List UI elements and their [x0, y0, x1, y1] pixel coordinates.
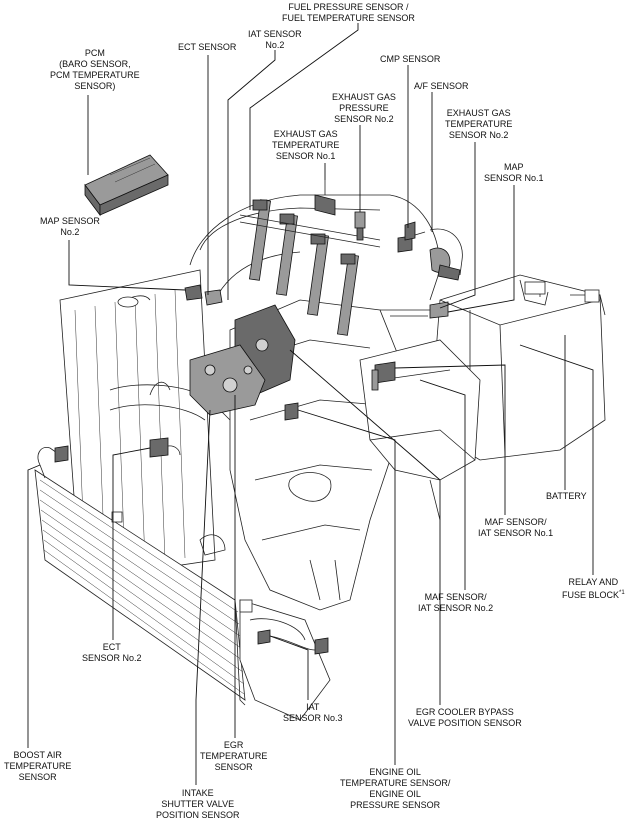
- label-line: PRESSURE: [339, 103, 389, 113]
- label-map-sensor-no2: MAP SENSOR No.2: [40, 216, 100, 238]
- label-line: MAP SENSOR: [40, 216, 100, 226]
- label-intake-shutter-valve-position-sensor: INTAKE SHUTTER VALVE POSITION SENSOR: [156, 788, 240, 821]
- label-ect-sensor: ECT SENSOR: [178, 42, 236, 53]
- label-ect-sensor-no2: ECT SENSOR No.2: [82, 642, 142, 664]
- engine-illustration: [34, 154, 606, 721]
- label-line: PRESSURE SENSOR: [350, 800, 441, 810]
- label-line: CMP SENSOR: [380, 54, 441, 64]
- label-line: INTAKE: [181, 788, 214, 798]
- label-line: FUSE BLOCK*1: [562, 588, 625, 601]
- label-line: VALVE POSITION SENSOR: [408, 718, 522, 728]
- label-maf-iat-sensor-no2: MAF SENSOR/ IAT SENSOR No.2: [418, 592, 493, 614]
- label-line: TEMPERATURE SENSOR/: [340, 778, 451, 788]
- label-pcm: PCM (BARO SENSOR, PCM TEMPERATURE SENSOR…: [50, 48, 140, 92]
- leader-lines: [27, 23, 594, 785]
- label-line: MAF SENSOR/: [484, 517, 547, 527]
- label-line: EXHAUST GAS: [273, 129, 338, 139]
- label-battery: BATTERY: [546, 491, 587, 502]
- label-line: ENGINE OIL: [369, 767, 421, 777]
- label-line: SENSOR No.1: [484, 173, 544, 183]
- label-line: IAT: [306, 702, 320, 712]
- label-iat-sensor-no3: IAT SENSOR No.3: [283, 702, 343, 724]
- label-map-sensor-no1: MAP SENSOR No.1: [484, 162, 544, 184]
- label-line: ECT SENSOR: [178, 42, 237, 52]
- label-line: A/F SENSOR: [414, 81, 469, 91]
- label-line: FUEL PRESSURE SENSOR /: [288, 2, 409, 12]
- label-engine-oil-sensor: ENGINE OIL TEMPERATURE SENSOR/ ENGINE OI…: [340, 767, 450, 811]
- label-line: PCM TEMPERATURE: [50, 70, 140, 80]
- label-line: IAT SENSOR No.2: [418, 603, 494, 613]
- label-iat-sensor-no2: IAT SENSOR No.2: [248, 29, 302, 51]
- label-line: SENSOR: [214, 762, 253, 772]
- label-fuel-pressure-sensor: FUEL PRESSURE SENSOR / FUEL TEMPERATURE …: [282, 2, 415, 24]
- label-line: No.2: [60, 227, 80, 237]
- label-line: EGR COOLER BYPASS: [415, 707, 514, 717]
- label-line: TEMPERATURE: [272, 140, 340, 150]
- label-boost-air-temperature-sensor: BOOST AIR TEMPERATURE SENSOR: [4, 750, 71, 783]
- label-line: IAT SENSOR: [248, 29, 302, 39]
- label-line: SENSOR No.2: [334, 114, 394, 124]
- label-line: SENSOR): [74, 81, 116, 91]
- label-line: POSITION SENSOR: [156, 810, 240, 820]
- label-text: FUSE BLOCK: [562, 590, 620, 600]
- label-line: IAT SENSOR No.1: [478, 528, 554, 538]
- label-line: TEMPERATURE: [200, 751, 268, 761]
- label-exhaust-gas-temperature-sensor-no2: EXHAUST GAS TEMPERATURE SENSOR No.2: [445, 108, 512, 141]
- label-line: MAP: [504, 162, 524, 172]
- label-egr-temperature-sensor: EGR TEMPERATURE SENSOR: [200, 740, 267, 773]
- label-line: BATTERY: [546, 491, 587, 501]
- label-relay-fuse-block: RELAY AND FUSE BLOCK*1: [562, 577, 625, 601]
- label-line: SENSOR No.1: [275, 151, 336, 161]
- label-line: TEMPERATURE: [445, 119, 513, 129]
- label-line: No.2: [265, 40, 285, 50]
- label-exhaust-gas-pressure-sensor-no2: EXHAUST GAS PRESSURE SENSOR No.2: [332, 92, 396, 125]
- label-line: EGR: [223, 740, 244, 750]
- label-line: SENSOR: [18, 772, 57, 782]
- label-egr-cooler-bypass: EGR COOLER BYPASS VALVE POSITION SENSOR: [408, 707, 522, 729]
- label-line: EXHAUST GAS: [446, 108, 511, 118]
- label-line: FUEL TEMPERATURE SENSOR: [282, 13, 415, 23]
- label-line: RELAY AND: [568, 577, 619, 587]
- footnote-mark: *1: [619, 590, 625, 596]
- label-line: EXHAUST GAS: [332, 92, 396, 102]
- label-line: ENGINE OIL: [369, 789, 421, 799]
- label-maf-iat-sensor-no1: MAF SENSOR/ IAT SENSOR No.1: [478, 517, 553, 539]
- label-line: SENSOR No.2: [448, 130, 509, 140]
- label-line: SENSOR No.3: [283, 713, 343, 723]
- label-line: SHUTTER VALVE: [161, 799, 235, 809]
- label-line: ECT: [102, 642, 121, 652]
- label-line: MAF SENSOR/: [424, 592, 487, 602]
- label-line: SENSOR No.2: [82, 653, 142, 663]
- label-af-sensor: A/F SENSOR: [414, 81, 469, 92]
- label-cmp-sensor: CMP SENSOR: [380, 54, 440, 65]
- label-exhaust-gas-temperature-sensor-no1: EXHAUST GAS TEMPERATURE SENSOR No.1: [272, 129, 339, 162]
- label-line: PCM: [84, 48, 105, 58]
- label-line: (BARO SENSOR,: [59, 59, 131, 69]
- label-line: BOOST AIR: [13, 750, 62, 760]
- label-line: TEMPERATURE: [4, 761, 72, 771]
